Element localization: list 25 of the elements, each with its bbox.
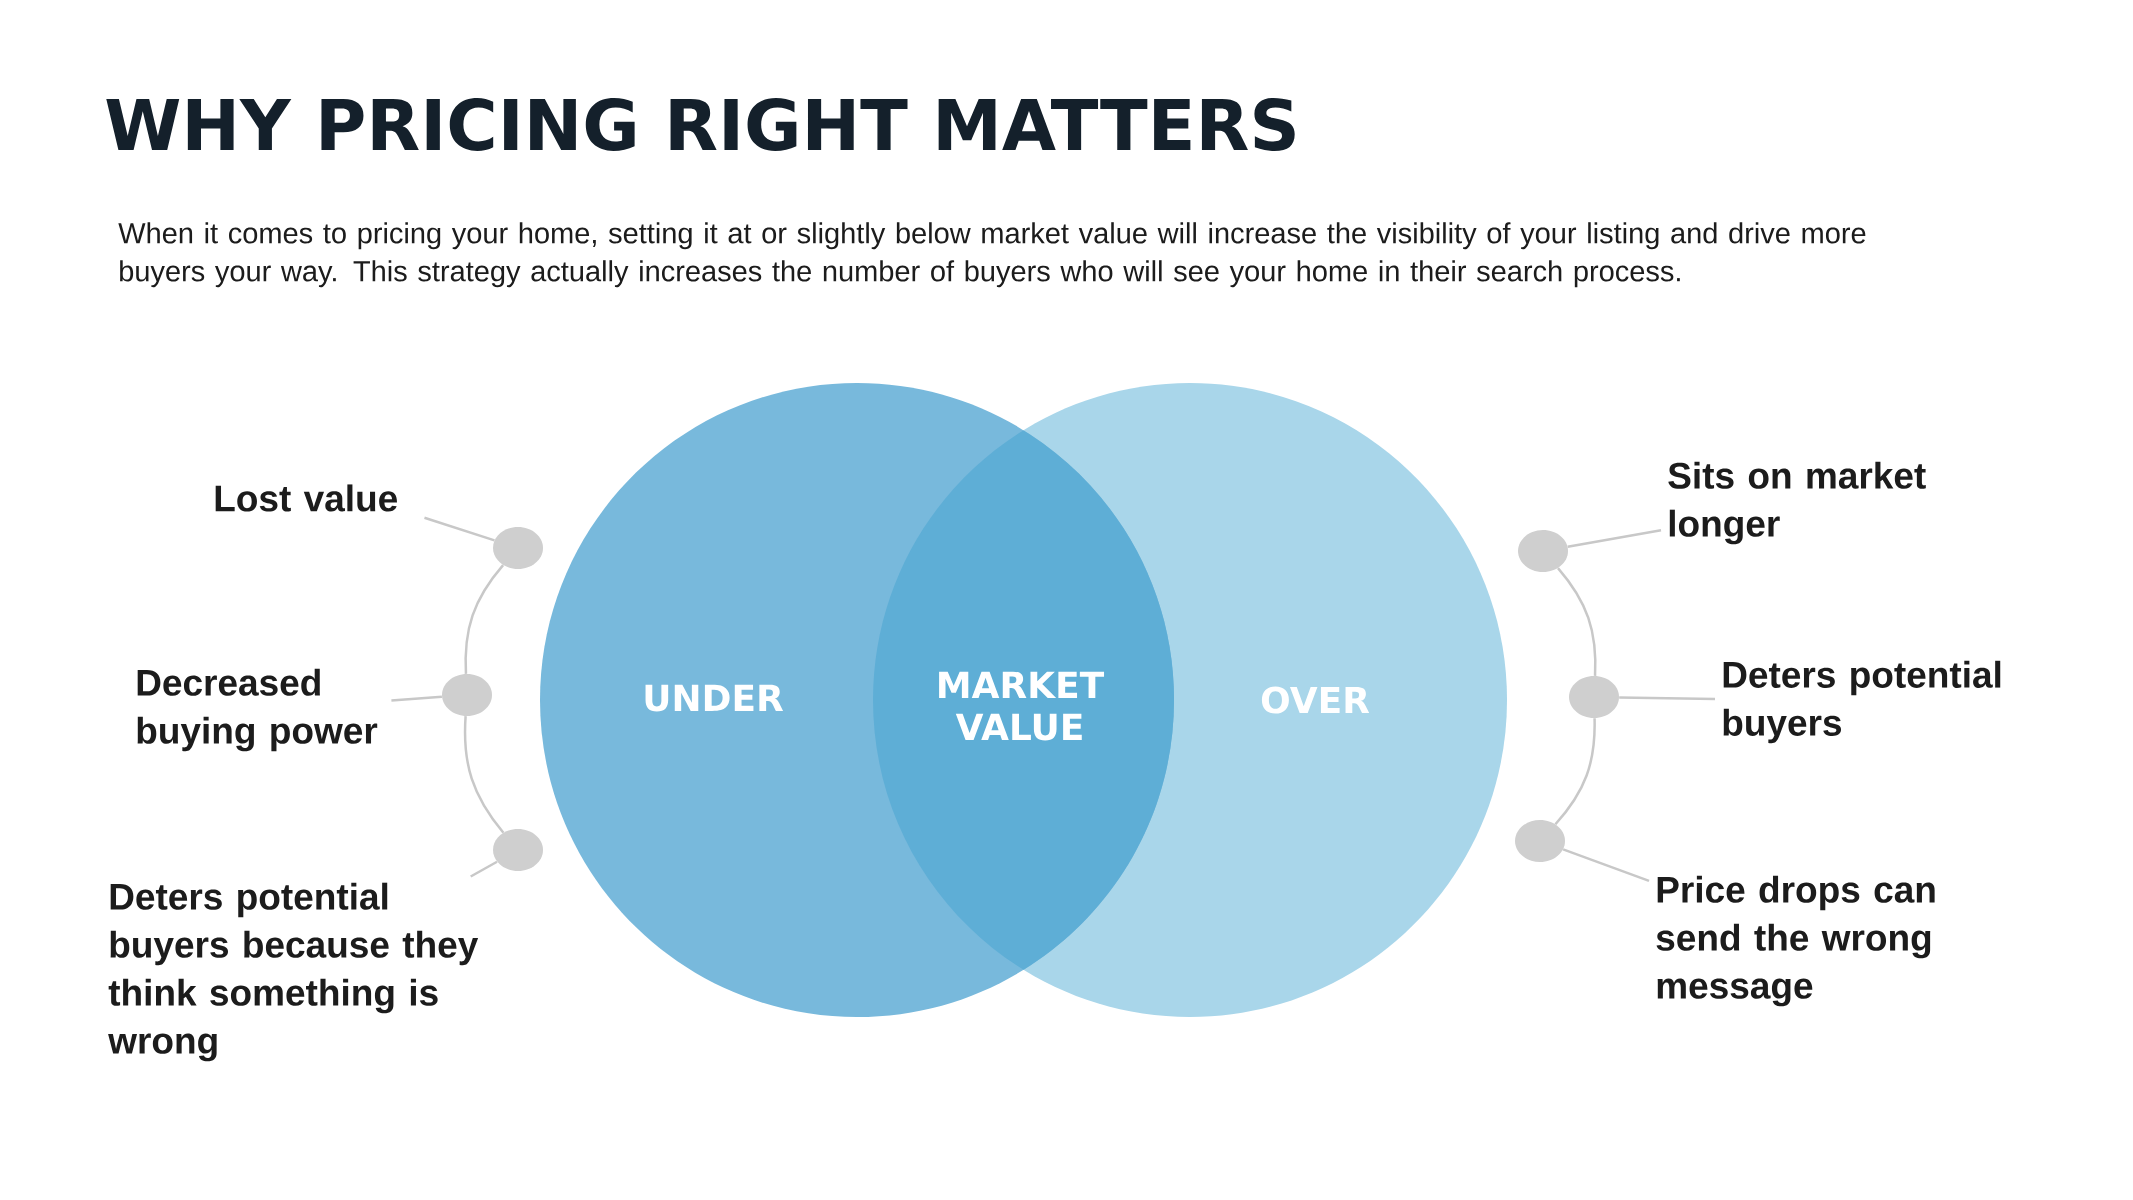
dot	[493, 829, 543, 871]
dot	[1515, 820, 1565, 862]
leader-line	[1562, 848, 1650, 883]
dot	[493, 527, 543, 569]
dot	[1569, 676, 1619, 718]
arc-line	[1557, 567, 1597, 676]
dot	[1518, 530, 1568, 572]
intro-paragraph: When it comes to pricing your home, setting it at or slightly below market value will increase the visibility of your listing and drive more buyers your way. This strategy actually increases the number of buyers who will see your home in their search process.	[118, 222, 1866, 288]
leader-line	[391, 695, 442, 702]
point-label: Lost value	[215, 484, 397, 512]
arc-line	[1554, 718, 1596, 826]
arc-line	[463, 716, 505, 834]
dot	[442, 674, 492, 716]
point-label: Deters potential buyers	[1723, 660, 2001, 744]
title: WHY PRICING RIGHT MATTERS	[106, 98, 1295, 151]
leader-line	[470, 860, 498, 878]
overlap-region: MARKET VALUE	[873, 383, 1174, 1017]
point-label: Price drops can send the wrong message	[1656, 875, 1935, 1007]
leader-line	[1619, 696, 1716, 701]
point-label: Decreased buying power	[137, 668, 378, 752]
arc-line	[464, 564, 505, 674]
point-label: Sits on market longer	[1668, 461, 1926, 545]
point-label: Deters potential buyers because they think something is wrong	[108, 882, 479, 1062]
leader-line	[1567, 529, 1662, 548]
leader-line	[424, 516, 495, 542]
